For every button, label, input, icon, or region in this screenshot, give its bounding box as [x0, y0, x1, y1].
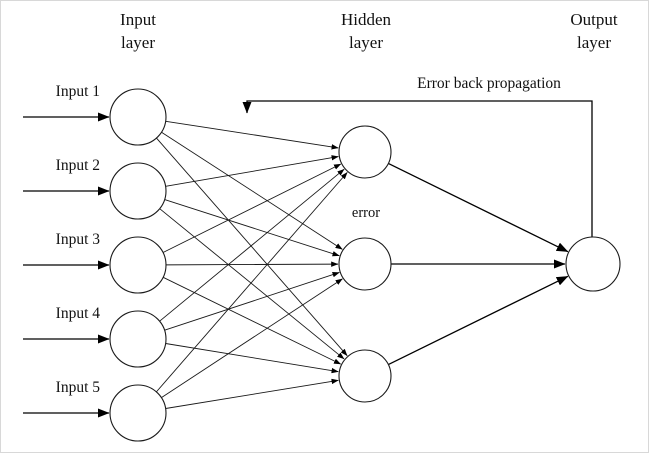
edge-input-3-hidden-2: [165, 261, 339, 267]
input-label-4: Input 4: [56, 305, 101, 322]
edge-hidden-1-output-1: [388, 162, 569, 253]
input-node-4: [109, 310, 167, 368]
edge-input-1-hidden-3: [156, 137, 348, 356]
edge-input-3-hidden-3: [162, 276, 342, 365]
hidden-node-1: [338, 125, 392, 179]
edge-input-4-hidden-1: [159, 168, 345, 322]
input-label-1: Input 1: [56, 83, 100, 100]
edge-hidden-3-output-1: [388, 275, 569, 366]
hidden-to-output-edges: [388, 162, 569, 366]
input-label-5: Input 5: [56, 379, 101, 396]
input-arrows-group: [23, 112, 110, 418]
hidden-layer-header-line2: layer: [349, 33, 383, 52]
input-layer-header-line2: layer: [121, 33, 155, 52]
output-node-1: [565, 236, 621, 292]
input-node-1: [109, 88, 167, 146]
edge-input-4-hidden-3: [165, 343, 339, 374]
text-labels-group: Input 1 Input 2 Input 3 Input 4 Input 5 error…: [56, 75, 561, 396]
edge-input-2-hidden-2: [164, 199, 340, 257]
hidden-node-2: [338, 237, 392, 291]
nodes-group: [109, 88, 621, 442]
edge-input-2-hidden-1: [165, 155, 339, 187]
input-layer-header-line1: Input: [120, 10, 156, 29]
edge-input-1-hidden-2: [161, 131, 343, 250]
edge-input-5-hidden-3: [165, 378, 339, 409]
edge-input-5-hidden-2: [161, 278, 343, 399]
output-layer-header-line2: layer: [577, 33, 611, 52]
error-backprop-arrow-group: [242, 100, 593, 238]
output-layer-header-line1: Output: [570, 10, 618, 29]
input-node-3: [109, 236, 167, 294]
edge-input-5-hidden-1: [156, 172, 348, 393]
hidden-layer-header-line1: Hidden: [341, 10, 392, 29]
edge-input-2-hidden-3: [159, 208, 345, 360]
hidden-node-3: [338, 349, 392, 403]
error-backprop-path: [242, 100, 593, 238]
input-node-5: [109, 384, 167, 442]
input-to-hidden-edges: [156, 120, 348, 409]
edge-input-3-hidden-1: [162, 163, 342, 253]
edge-input-1-hidden-1: [165, 120, 339, 150]
error-backprop-label: Error back propagation: [417, 75, 561, 92]
input-label-3: Input 3: [56, 231, 101, 248]
edge-input-4-hidden-2: [164, 272, 340, 331]
layer-headers-group: Input layer Hidden layer Output layer: [120, 10, 618, 52]
error-label: error: [352, 205, 380, 221]
input-node-2: [109, 162, 167, 220]
input-label-2: Input 2: [56, 157, 100, 174]
